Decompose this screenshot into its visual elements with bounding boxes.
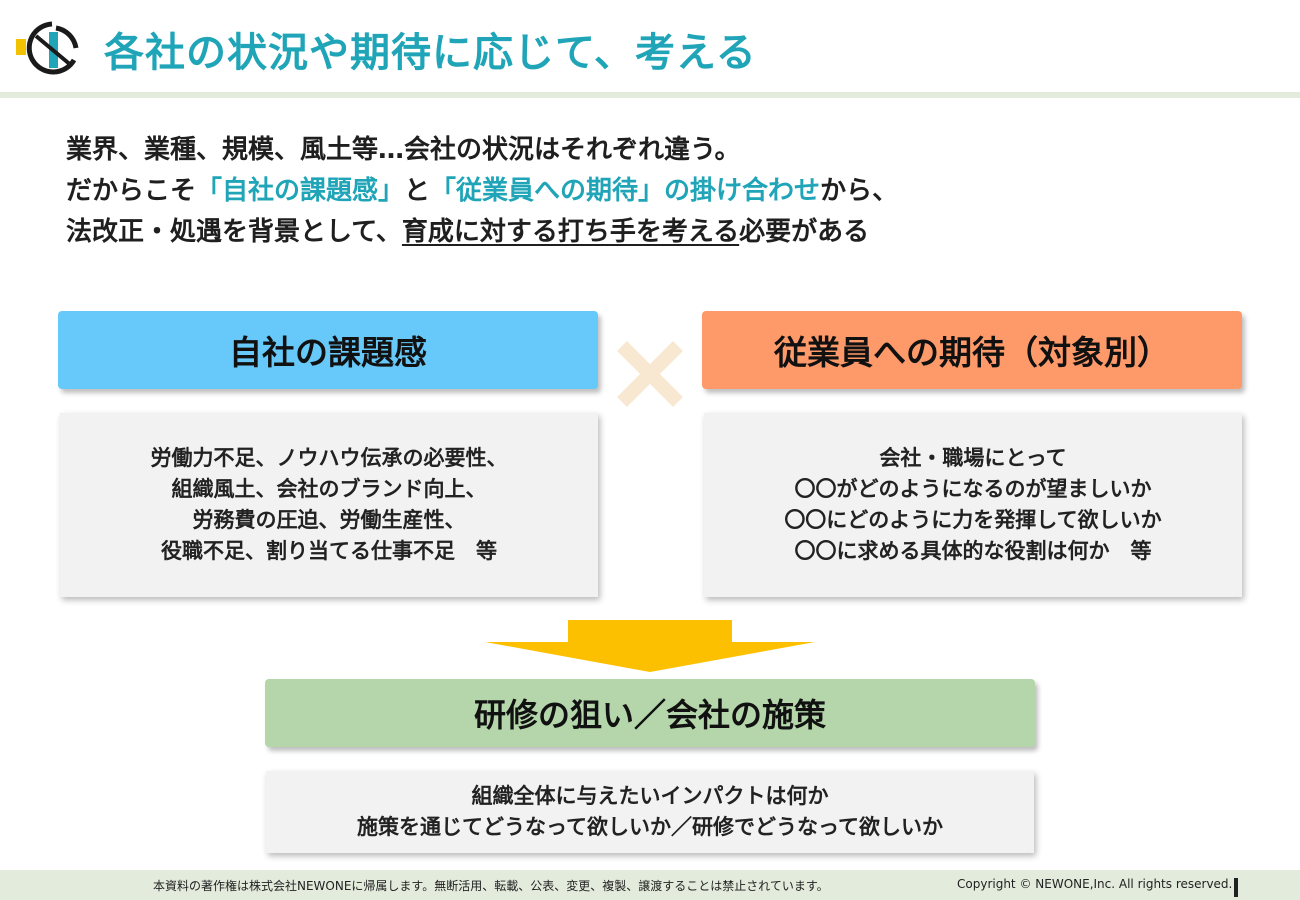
company-issues-box: 労働力不足、ノウハウ伝承の必要性、 組織風土、会社のブランド向上、 労務費の圧迫… [60,413,598,597]
employee-expectations-line: 〇〇にどのように力を発揮して欲しいか [784,508,1162,532]
company-issues-line: 労働力不足、ノウハウ伝承の必要性、 [150,446,508,470]
company-issues-heading: 自社の課題感 [58,311,598,389]
header-divider [0,92,1300,98]
training-aim-box: 組織全体に与えたいインパクトは何か 施策を通じてどうなって欲しいか／研修でどうな… [266,771,1034,853]
intro-highlight-issues: 「自社の課題感」 [196,176,405,206]
employee-expectations-line: 〇〇がどのようになるのが望ましいか [794,477,1152,501]
employee-expectations-line: 〇〇に求める具体的な役割は何か 等 [794,539,1152,563]
intro-line-2-prefix: だからこそ [66,176,197,206]
training-aim-heading: 研修の狙い／会社の施策 [265,679,1035,747]
intro-line-1: 業界、業種、規模、風土等…会社の状況はそれぞれ違う。 [66,135,741,165]
footer: 本資料の著作権は株式会社NEWONEに帰属します。無断活用、転載、公表、変更、複… [0,870,1300,900]
footer-bar [1234,878,1238,897]
employee-expectations-box: 会社・職場にとって 〇〇がどのようになるのが望ましいか 〇〇にどのように力を発揮… [704,413,1242,597]
intro-underline: 育成に対する打ち手を考える [401,217,740,247]
training-aim-line: 施策を通じてどうなって欲しいか／研修でどうなって欲しいか [357,815,943,839]
company-issues-line: 労務費の圧迫、労働生産性、 [192,508,466,532]
intro-line-3-suffix: 必要がある [739,217,870,247]
intro-highlight-expectations: 「従業員への期待」の掛け合わせ [430,176,821,206]
intro-line-3-prefix: 法改正・処遇を背景として、 [66,217,402,247]
footer-notice: 本資料の著作権は株式会社NEWONEに帰属します。無断活用、転載、公表、変更、複… [153,879,829,893]
header: 各社の状況や期待に応じて、考える [0,0,1300,92]
intro-line-2: だからこそ「自社の課題感」と「従業員への期待」の掛け合わせから、 [66,171,898,212]
company-issues-line: 役職不足、割り当てる仕事不足 等 [161,539,497,563]
employee-expectations-heading: 従業員への期待（対象別） [702,311,1242,389]
company-issues-line: 組織風土、会社のブランド向上、 [171,477,487,501]
intro-text: 業界、業種、規模、風土等…会社の状況はそれぞれ違う。 だからこそ「自社の課題感」… [66,130,898,253]
intro-line-2-suffix: から、 [820,176,899,206]
newone-logo-icon [16,21,79,75]
intro-line-3: 法改正・処遇を背景として、育成に対する打ち手を考える必要がある [66,212,898,253]
page-title: 各社の状況や期待に応じて、考える [104,30,757,76]
intro-line-2-mid: と [404,176,431,206]
down-arrow-icon [485,620,815,672]
training-aim-line: 組織全体に与えたいインパクトは何か [471,784,829,808]
footer-copyright: Copyright © NEWONE,Inc. All rights reser… [957,877,1233,891]
employee-expectations-line: 会社・職場にとって [879,446,1067,470]
multiply-cross-icon [617,341,683,407]
